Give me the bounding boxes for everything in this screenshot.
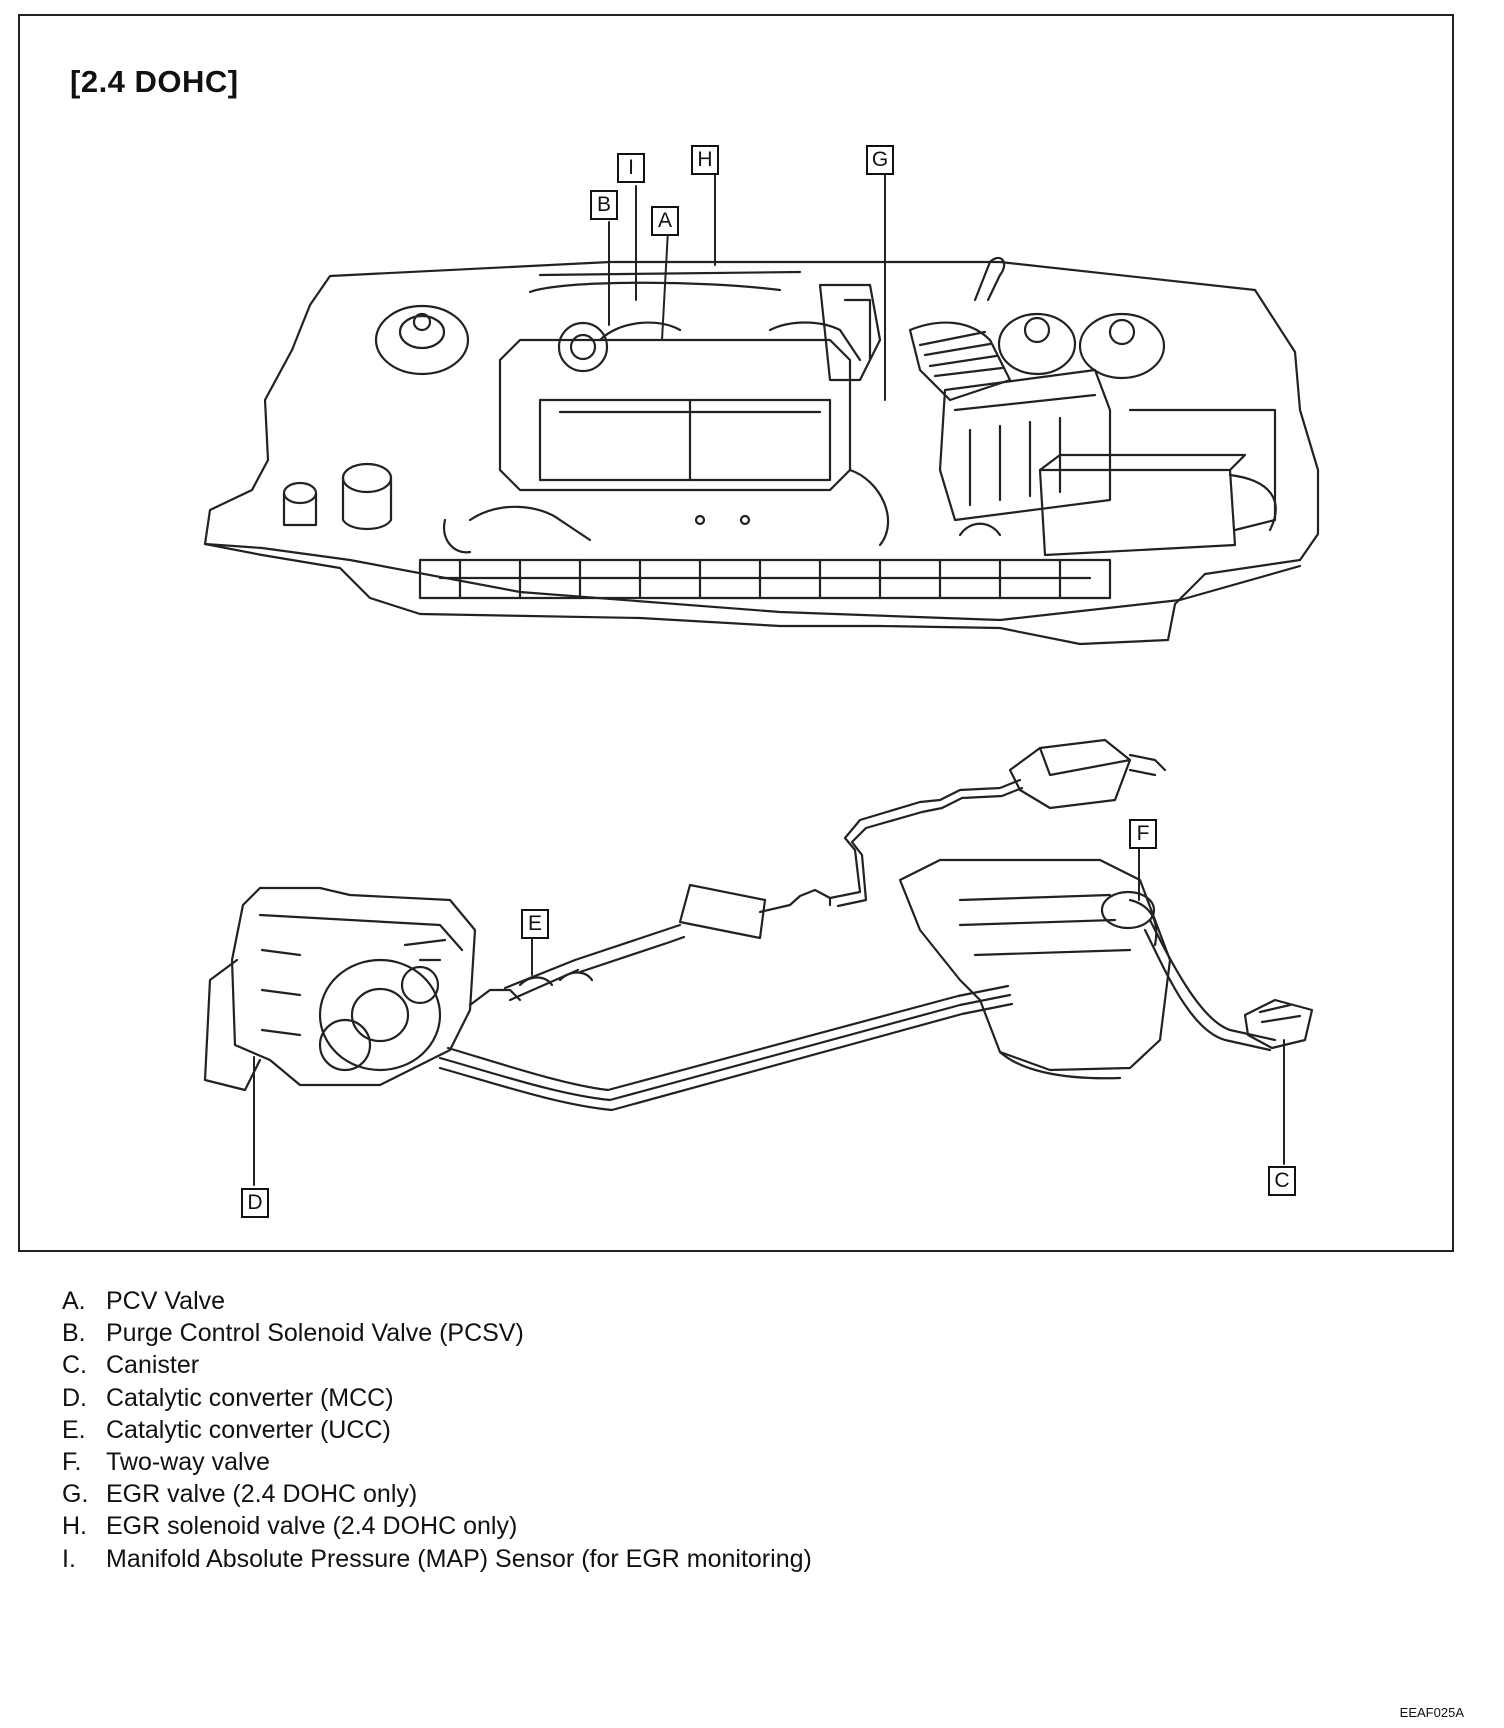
callout-leader-lines-top xyxy=(608,173,886,401)
legend-item: G. EGR valve (2.4 DOHC only) xyxy=(62,1478,1162,1510)
callout-b: B xyxy=(590,190,618,220)
callout-a: A xyxy=(651,206,679,236)
legend-item: C. Canister xyxy=(62,1349,1162,1381)
callout-e: E xyxy=(521,909,549,939)
figure-code: EEAF025A xyxy=(1399,1705,1464,1720)
exhaust-fuel-system-drawing xyxy=(203,738,1314,1112)
legend-text: Canister xyxy=(106,1351,200,1380)
legend-text: Two-way valve xyxy=(106,1448,270,1477)
callout-i: I xyxy=(617,153,645,183)
callout-g: G xyxy=(866,145,894,175)
legend-letter: A. xyxy=(62,1287,86,1315)
legend-item: E. Catalytic converter (UCC) xyxy=(62,1414,1162,1446)
legend-item: H. EGR solenoid valve (2.4 DOHC only) xyxy=(62,1510,1162,1542)
legend-text: EGR valve (2.4 DOHC only) xyxy=(106,1480,418,1509)
legend-text: EGR solenoid valve (2.4 DOHC only) xyxy=(106,1512,518,1541)
component-legend: A. PCV Valve B. Purge Control Solenoid Val… xyxy=(62,1285,1162,1575)
legend-letter: D. xyxy=(62,1383,87,1412)
callout-c: C xyxy=(1268,1166,1296,1196)
legend-letter: E. xyxy=(62,1415,86,1444)
legend-text: Catalytic converter (UCC) xyxy=(106,1415,391,1444)
callout-leader-lines-bottom xyxy=(253,847,1285,1186)
legend-item: I. Manifold Absolute Pressure (MAP) Senso… xyxy=(62,1543,1162,1575)
legend-letter: G. xyxy=(62,1480,89,1509)
callout-d: D xyxy=(241,1188,269,1218)
emission-components-diagram xyxy=(203,173,1320,1186)
legend-text: Purge Control Solenoid Valve (PCSV) xyxy=(106,1319,524,1348)
legend-text: Manifold Absolute Pressure (MAP) Sensor … xyxy=(106,1544,812,1573)
legend-letter: H. xyxy=(62,1512,87,1541)
legend-letter: I. xyxy=(62,1544,76,1573)
legend-item: D. Catalytic converter (MCC) xyxy=(62,1382,1162,1414)
engine-bay-drawing xyxy=(203,256,1320,646)
legend-letter: C. xyxy=(62,1351,87,1380)
legend-item: A. PCV Valve xyxy=(62,1285,1162,1317)
legend-letter: B. xyxy=(62,1319,86,1348)
legend-text: PCV Valve xyxy=(106,1287,226,1315)
legend-letter: F. xyxy=(62,1448,82,1477)
legend-item: B. Purge Control Solenoid Valve (PCSV) xyxy=(62,1317,1162,1349)
figure-title: [2.4 DOHC] xyxy=(70,64,239,99)
callout-f: F xyxy=(1129,819,1157,849)
legend-text: Catalytic converter (MCC) xyxy=(106,1383,394,1412)
figure-frame xyxy=(18,14,1454,1252)
legend-item: F. Two-way valve xyxy=(62,1446,1162,1478)
callout-h: H xyxy=(691,145,719,175)
